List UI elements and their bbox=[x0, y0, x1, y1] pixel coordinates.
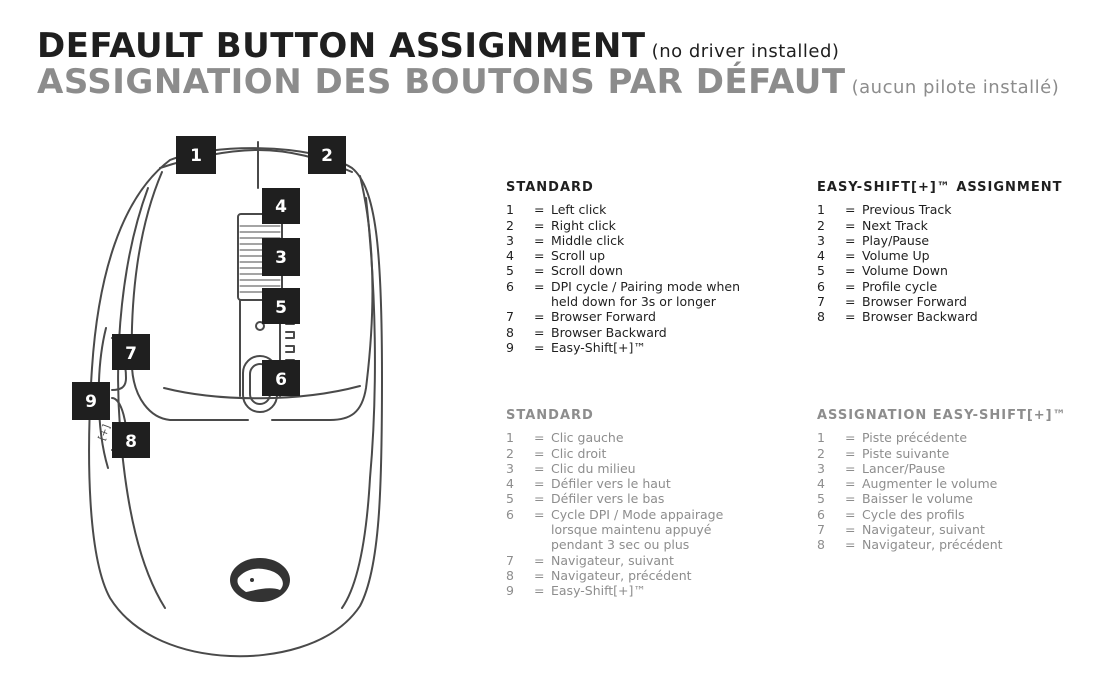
svg-text:9: 9 bbox=[85, 392, 97, 412]
list-item: 6=Cycle DPI / Mode appairage lorsque mai… bbox=[506, 506, 724, 553]
list-item: 5=Volume Down bbox=[817, 263, 948, 279]
list-item: 2=Piste suivante bbox=[817, 445, 950, 461]
title-fr: ASSIGNATION DES BOUTONS PAR DÉFAUT bbox=[37, 62, 846, 102]
subtitle-fr: (aucun pilote installé) bbox=[851, 77, 1060, 98]
list-item: 6=Cycle des profils bbox=[817, 506, 965, 522]
list-item: 1=Previous Track bbox=[817, 202, 952, 218]
list-item: 7=Navigateur, suivant bbox=[817, 522, 985, 538]
standard-assignment-en: STANDARD 1=Left click 2=Right click 3=Mi… bbox=[506, 180, 751, 355]
page-title-french: ASSIGNATION DES BOUTONS PAR DÉFAUT (aucu… bbox=[37, 65, 1059, 99]
badge-5: 5 bbox=[262, 288, 300, 324]
section-heading: STANDARD bbox=[506, 180, 594, 195]
list-item: 7=Browser Forward bbox=[506, 309, 656, 325]
list-item: 3=Lancer/Pause bbox=[817, 460, 946, 476]
standard-assignment-fr: STANDARD 1=Clic gauche 2=Clic droit 3=Cl… bbox=[506, 408, 751, 599]
badge-1: 1 bbox=[176, 136, 216, 174]
list-item: 3=Clic du milieu bbox=[506, 460, 636, 476]
list-item: 1=Left click bbox=[506, 202, 607, 218]
list-item: 6=DPI cycle / Pairing mode when held dow… bbox=[506, 278, 741, 310]
list-item: 8=Browser Backward bbox=[506, 324, 667, 340]
section-heading: EASY-SHIFT[+]™ ASSIGNMENT bbox=[817, 180, 1063, 195]
list-item: 4=Scroll up bbox=[506, 248, 606, 264]
list-item: 3=Middle click bbox=[506, 232, 625, 248]
badge-2: 2 bbox=[308, 136, 346, 174]
section-heading: STANDARD bbox=[506, 408, 594, 423]
list-item: 9=Easy-Shift[+]™ bbox=[506, 339, 646, 355]
mouse-body-outline bbox=[88, 147, 383, 658]
badge-4: 4 bbox=[262, 188, 300, 224]
badge-8: 8 bbox=[112, 422, 150, 458]
list-item: 7=Navigateur, suivant bbox=[506, 552, 674, 568]
svg-text:3: 3 bbox=[275, 248, 287, 268]
roccat-panther-logo-icon bbox=[230, 558, 290, 602]
title-en: DEFAULT BUTTON ASSIGNMENT bbox=[37, 26, 646, 66]
section-heading: ASSIGNATION EASY-SHIFT[+]™ bbox=[817, 408, 1067, 423]
list-item: 4=Volume Up bbox=[817, 248, 930, 264]
list-item: 8=Navigateur, précédent bbox=[506, 567, 692, 583]
svg-text:1: 1 bbox=[190, 146, 202, 166]
subtitle-en: (no driver installed) bbox=[651, 41, 840, 62]
list-item: 1=Clic gauche bbox=[506, 430, 624, 446]
badge-3: 3 bbox=[262, 238, 300, 276]
page-title-english: DEFAULT BUTTON ASSIGNMENT (no driver ins… bbox=[37, 29, 839, 63]
list-item: 5=Scroll down bbox=[506, 263, 623, 279]
svg-text:6: 6 bbox=[275, 370, 287, 390]
svg-text:4: 4 bbox=[275, 197, 287, 217]
list-item: 3=Play/Pause bbox=[817, 232, 930, 248]
list-item: 6=Profile cycle bbox=[817, 278, 938, 294]
list-item: 8=Navigateur, précédent bbox=[817, 537, 1003, 553]
list-item: 8=Browser Backward bbox=[817, 309, 978, 325]
mouse-diagram: [+] 1 2 4 3 5 7 bbox=[72, 136, 383, 658]
easy-shift-assignment-fr: ASSIGNATION EASY-SHIFT[+]™ 1=Piste précé… bbox=[817, 408, 1067, 553]
list-item: 9=Easy-Shift[+]™ bbox=[506, 583, 646, 599]
list-item: 5=Baisser le volume bbox=[817, 491, 973, 507]
list-item: 1=Piste précédente bbox=[817, 430, 968, 446]
svg-text:2: 2 bbox=[321, 146, 333, 166]
list-item: 5=Défiler vers le bas bbox=[506, 491, 665, 507]
badge-9: 9 bbox=[72, 382, 110, 420]
badge-7: 7 bbox=[112, 334, 150, 370]
list-item: 2=Next Track bbox=[817, 217, 928, 233]
list-item: 4=Augmenter le volume bbox=[817, 476, 998, 492]
list-item: 2=Right click bbox=[506, 217, 616, 233]
svg-text:7: 7 bbox=[125, 344, 137, 364]
left-button-outline bbox=[130, 171, 249, 421]
easy-shift-assignment-en: EASY-SHIFT[+]™ ASSIGNMENT 1=Previous Tra… bbox=[817, 180, 1063, 325]
list-item: 4=Défiler vers le haut bbox=[506, 476, 671, 492]
badge-6: 6 bbox=[262, 360, 300, 396]
list-item: 2=Clic droit bbox=[506, 445, 607, 461]
list-item: 7=Browser Forward bbox=[817, 294, 967, 310]
side-label: [+] bbox=[97, 423, 113, 442]
svg-text:8: 8 bbox=[125, 432, 137, 452]
svg-text:5: 5 bbox=[275, 298, 287, 318]
